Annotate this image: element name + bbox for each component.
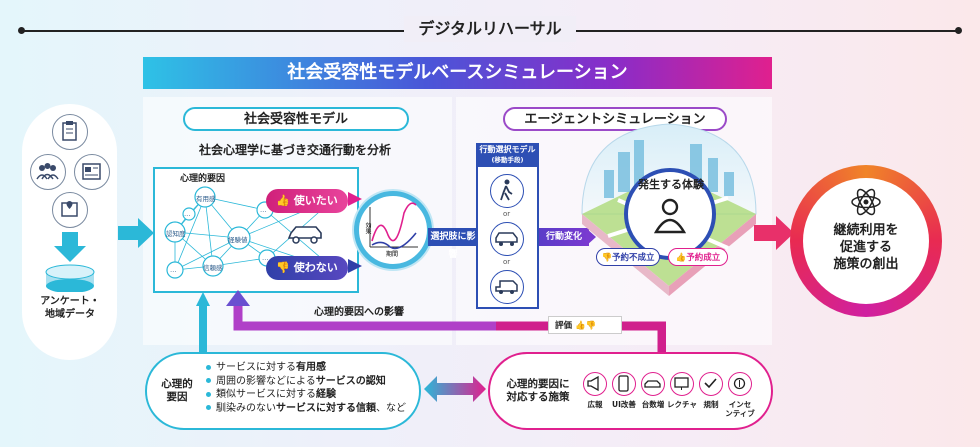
- map-icon: [52, 192, 88, 228]
- countermeasures-title: 心理的要因に 対応する施策: [506, 378, 570, 403]
- factor-item: 馴染みのないサービスに対する信頼、など: [206, 402, 418, 416]
- psychological-factors-box: [145, 352, 421, 430]
- clipboard-icon: [52, 114, 88, 150]
- tool-label-regulation: 規制: [703, 400, 719, 409]
- walking-icon: [500, 179, 513, 201]
- or-label-1: or: [503, 210, 511, 218]
- or-label-2: or: [503, 258, 511, 266]
- bus-mode: [490, 222, 524, 256]
- nouse-arrowhead: [348, 259, 362, 273]
- megaphone-icon: [583, 372, 607, 396]
- behavior-change-arrowhead: [586, 228, 596, 246]
- thumbs-up-icon: 👍: [574, 321, 586, 331]
- thumbs-down-icon: 👎: [601, 253, 613, 263]
- lecture-icon: [670, 372, 694, 396]
- not-booked-badge: 👎予約不成立: [596, 248, 660, 266]
- rule-dot-left: [18, 27, 25, 34]
- node-more-1: …: [170, 266, 177, 274]
- factors-list: サービスに対する有用感 周囲の影響などによるサービスの認知 類似サービスに対する…: [206, 361, 418, 415]
- analysis-subhead: 社会心理学に基づき交通行動を分析: [198, 143, 391, 157]
- node-experience: 経験値: [228, 236, 248, 244]
- tool-label-pr: 広報: [587, 400, 603, 409]
- effect-graph-circle: [354, 191, 432, 269]
- tool-label-ui: UI改善: [612, 400, 636, 409]
- walking-mode: [490, 174, 524, 208]
- use-arrowhead: [348, 192, 362, 206]
- page-title: デジタルリハーサル: [404, 16, 576, 42]
- factor-item: 周囲の影響などによるサービスの認知: [206, 375, 418, 389]
- vehicles-icon: [641, 372, 665, 396]
- booked-badge: 👍予約成立: [668, 248, 728, 266]
- atom-icon: [851, 188, 881, 216]
- outcome-arrow: [754, 216, 794, 250]
- graph-x-label: 期間: [386, 251, 399, 258]
- tool-label-lecture: レクチャ: [667, 400, 697, 409]
- psychological-factors-title: 心理的 要因: [161, 378, 193, 403]
- want-to-use-badge: 👍 使いたい: [266, 189, 348, 213]
- thumbs-up-icon: 👍: [675, 253, 687, 263]
- network-label: 心理的要因: [180, 174, 226, 184]
- smartphone-icon: [612, 372, 636, 396]
- influence-choice-label: 選択肢に影響: [428, 228, 478, 260]
- car-icon: [287, 226, 322, 244]
- social-acceptance-model-label: 社会受容性モデル: [183, 107, 409, 131]
- node-usefulness: 有用感: [196, 195, 216, 203]
- thumbs-down-icon: 👎: [276, 261, 294, 274]
- factor-item: サービスに対する有用感: [206, 361, 418, 375]
- evaluation-label: 評価 👍👎: [548, 316, 622, 334]
- node-awareness: 認知度: [166, 230, 186, 238]
- car-mode: [490, 270, 524, 304]
- influence-on-factors-label: 心理的要因への影響: [314, 307, 404, 318]
- thumbs-up-icon: 👍: [276, 194, 294, 207]
- tool-label-fleet: 台数増: [641, 400, 665, 409]
- bus-icon: [495, 232, 518, 246]
- node-trust: 信頼感: [203, 264, 223, 272]
- experience-label: 発生する体験: [638, 178, 704, 191]
- thumbs-down-icon: 👎: [585, 321, 597, 331]
- person-icon: [653, 198, 687, 234]
- tool-label-incentive: インセ ンティブ: [725, 400, 755, 418]
- behavior-model-header: 行動選択モデル(移動手段): [477, 144, 538, 167]
- node-more-3: …: [262, 254, 269, 262]
- node-more-2: …: [260, 206, 267, 214]
- node-more-4: …: [184, 210, 191, 218]
- input-arrow: [118, 218, 154, 248]
- behavior-change-label: 行動変化: [539, 228, 589, 246]
- simulation-banner: 社会受容性モデルベースシミュレーション: [143, 57, 772, 89]
- incentive-icon: [728, 372, 752, 396]
- bidirectional-arrow: [424, 376, 486, 402]
- factor-item: 類似サービスに対する経験: [206, 388, 418, 402]
- up-arrow-left: [196, 292, 210, 352]
- effect-graph: [369, 202, 418, 250]
- van-icon: [495, 280, 518, 294]
- not-use-badge: 👎 使わない: [266, 256, 348, 280]
- people-icon: [30, 154, 66, 190]
- newspaper-icon: [74, 154, 110, 190]
- graph-y-label: 効果: [364, 222, 371, 234]
- regulation-icon: [699, 372, 723, 396]
- data-source-label: アンケート・ 地域データ: [40, 296, 100, 320]
- outcome-inner: [803, 178, 929, 304]
- database-icon: [45, 232, 95, 292]
- outcome-label: 継続利用を 促進する 施策の創出: [833, 223, 899, 272]
- rule-dot-right: [955, 27, 962, 34]
